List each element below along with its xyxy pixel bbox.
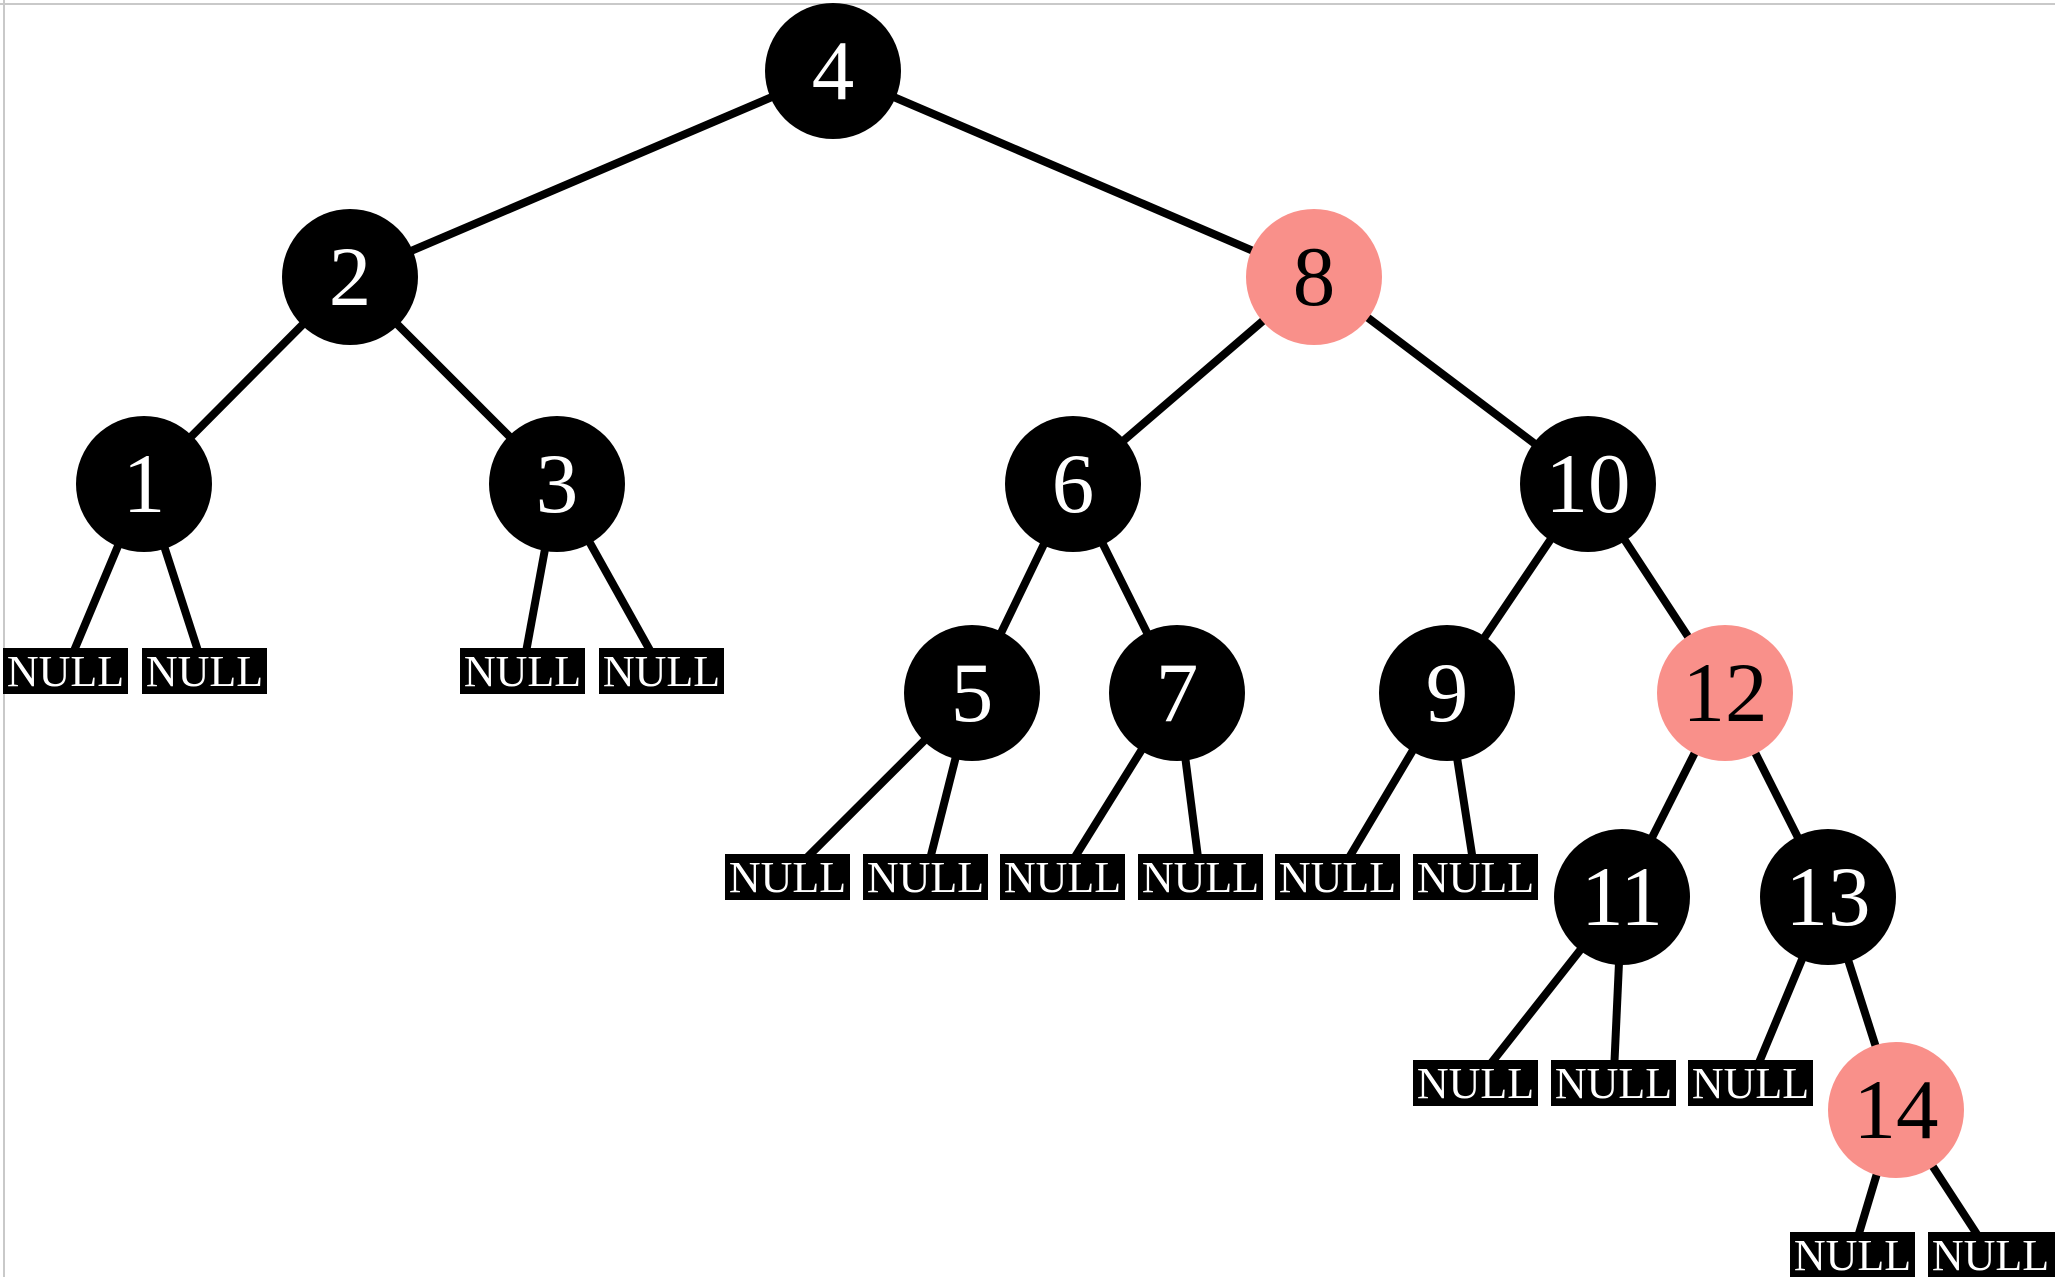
null-box: [1138, 854, 1263, 900]
null-leaf-1-left: NULL: [3, 647, 128, 696]
tree-node-8: 8: [1246, 209, 1382, 345]
node-7-circle: [1109, 625, 1245, 761]
null-box: [1413, 1060, 1538, 1106]
node-7-label: 7: [1156, 646, 1199, 740]
tree-node-5: 5: [904, 625, 1040, 761]
node-9-circle: [1379, 625, 1515, 761]
node-6-circle: [1005, 416, 1141, 552]
null-label: NULL: [1555, 1059, 1672, 1108]
node-10-label: 10: [1546, 437, 1631, 531]
node-13-circle: [1760, 829, 1896, 965]
tree-node-6: 6: [1005, 416, 1141, 552]
node-12-circle: [1657, 625, 1793, 761]
node-11-circle: [1554, 829, 1690, 965]
tree-node-1: 1: [76, 416, 212, 552]
node-13-label: 13: [1786, 850, 1871, 944]
edge-4-2: [348, 67, 835, 281]
tree-node-2: 2: [282, 209, 418, 345]
node-5-label: 5: [951, 646, 994, 740]
node-9-label: 9: [1426, 646, 1469, 740]
null-box: [460, 648, 585, 694]
node-2-circle: [282, 209, 418, 345]
null-leaf-1-right: NULL: [142, 647, 267, 696]
node-14-label: 14: [1854, 1063, 1939, 1157]
tree-node-13: 13: [1760, 829, 1896, 965]
null-leaf-9-right: NULL: [1413, 853, 1538, 902]
null-box: [142, 648, 267, 694]
null-leaf-14-right: NULL: [1928, 1231, 2055, 1277]
null-leaf-13-left: NULL: [1688, 1059, 1813, 1108]
null-leaf-9-left: NULL: [1275, 853, 1400, 902]
null-box: [863, 854, 988, 900]
null-box: [1413, 854, 1538, 900]
null-box: [1000, 854, 1125, 900]
null-leaf-3-left: NULL: [460, 647, 585, 696]
tree-node-3: 3: [489, 416, 625, 552]
null-label: NULL: [1692, 1059, 1809, 1108]
null-box: [1551, 1060, 1676, 1106]
null-box: [1790, 1232, 1915, 1277]
null-box: [3, 648, 128, 694]
null-label: NULL: [146, 647, 263, 696]
null-box: [599, 648, 724, 694]
node-8-label: 8: [1293, 230, 1336, 324]
node-8-circle: [1246, 209, 1382, 345]
null-leaf-14-left: NULL: [1790, 1231, 1915, 1277]
null-label: NULL: [1794, 1231, 1911, 1277]
null-label: NULL: [7, 647, 124, 696]
null-label: NULL: [464, 647, 581, 696]
null-box: [725, 854, 850, 900]
null-box: [1928, 1232, 2055, 1277]
node-11-label: 11: [1581, 850, 1663, 944]
null-label: NULL: [1004, 853, 1121, 902]
node-3-label: 3: [536, 437, 579, 531]
tree-node-9: 9: [1379, 625, 1515, 761]
null-leaf-3-right: NULL: [599, 647, 724, 696]
node-5-circle: [904, 625, 1040, 761]
null-leaf-7-left: NULL: [1000, 853, 1125, 902]
tree-node-10: 10: [1520, 416, 1656, 552]
null-label: NULL: [867, 853, 984, 902]
tree-node-14: 14: [1828, 1042, 1964, 1178]
null-label: NULL: [1142, 853, 1259, 902]
tree-nodes: 4 2 8 1 3 6 10 5: [76, 3, 1964, 1178]
null-leaf-5-right: NULL: [863, 853, 988, 902]
tree-node-4: 4: [765, 3, 901, 139]
null-label: NULL: [729, 853, 846, 902]
node-4-label: 4: [812, 24, 855, 118]
null-label: NULL: [603, 647, 720, 696]
edge-4-8: [831, 67, 1316, 281]
null-label: NULL: [1417, 853, 1534, 902]
null-leaf-5-left: NULL: [725, 853, 850, 902]
node-1-label: 1: [123, 437, 166, 531]
tree-node-11: 11: [1554, 829, 1690, 965]
node-12-label: 12: [1683, 646, 1768, 740]
null-label: NULL: [1279, 853, 1396, 902]
node-3-circle: [489, 416, 625, 552]
node-2-label: 2: [329, 230, 372, 324]
tree-node-7: 7: [1109, 625, 1245, 761]
node-1-circle: [76, 416, 212, 552]
null-leaf-11-right: NULL: [1551, 1059, 1676, 1108]
null-box: [1275, 854, 1400, 900]
node-4-circle: [765, 3, 901, 139]
null-box: [1688, 1060, 1813, 1106]
node-10-circle: [1520, 416, 1656, 552]
null-label: NULL: [1417, 1059, 1534, 1108]
null-leaf-11-left: NULL: [1413, 1059, 1538, 1108]
null-label: NULL: [1932, 1231, 2049, 1277]
null-leaf-7-right: NULL: [1138, 853, 1263, 902]
tree-node-12: 12: [1657, 625, 1793, 761]
null-leaves: NULL NULL NULL NULL NULL NULL NULL NULL: [3, 647, 2055, 1277]
node-6-label: 6: [1052, 437, 1095, 531]
node-14-circle: [1828, 1042, 1964, 1178]
